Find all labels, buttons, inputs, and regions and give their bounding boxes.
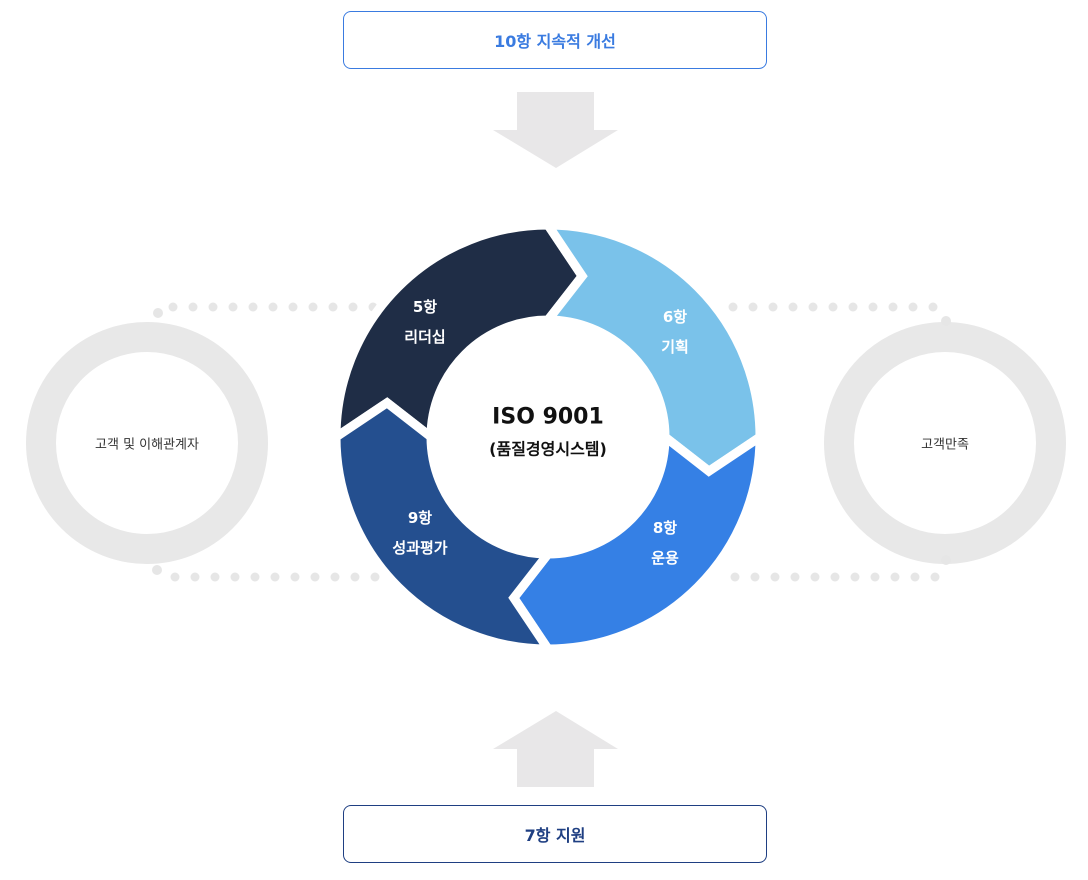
connector-dot bbox=[210, 572, 220, 582]
center-title-main: ISO 9001 bbox=[492, 404, 604, 430]
connector-dot bbox=[790, 572, 800, 582]
connector-dot bbox=[808, 302, 818, 312]
ring-segment-planning bbox=[538, 220, 765, 477]
connector-dot bbox=[768, 302, 778, 312]
connector-dot bbox=[728, 302, 738, 312]
connector-dot bbox=[770, 572, 780, 582]
up-arrow-icon bbox=[493, 711, 618, 787]
connector-dot bbox=[750, 572, 760, 582]
connector-dot bbox=[870, 572, 880, 582]
connector-dot bbox=[268, 302, 278, 312]
connector-dot bbox=[848, 302, 858, 312]
connector-dot bbox=[930, 572, 940, 582]
improvement-box: 10항 지속적 개선 bbox=[343, 11, 767, 69]
connector-dot bbox=[208, 302, 218, 312]
connector-dot bbox=[928, 302, 938, 312]
connector-dot bbox=[350, 572, 360, 582]
ring-segment-performance-evaluation bbox=[331, 397, 558, 654]
connector-dot bbox=[348, 302, 358, 312]
segment-name: 운용 bbox=[651, 549, 679, 567]
connector-dot bbox=[308, 302, 318, 312]
connector-dot bbox=[288, 302, 298, 312]
connector-dot bbox=[190, 572, 200, 582]
segment-number: 5항 bbox=[412, 298, 438, 316]
connector-dot bbox=[730, 572, 740, 582]
connector-dot bbox=[152, 565, 162, 575]
improvement-label: 10항 지속적 개선 bbox=[494, 32, 616, 51]
ring-segment-operation bbox=[508, 427, 765, 654]
left-circle-label: 고객 및 이해관계자 bbox=[95, 437, 199, 453]
connector-dot bbox=[748, 302, 758, 312]
process-ring bbox=[331, 220, 765, 654]
down-arrow-icon bbox=[493, 92, 618, 168]
connector-dot bbox=[910, 572, 920, 582]
connector-dot bbox=[328, 302, 338, 312]
connector-dot bbox=[370, 572, 380, 582]
connector-dot bbox=[810, 572, 820, 582]
connector-dot bbox=[941, 316, 951, 326]
connector-dot bbox=[830, 572, 840, 582]
connector-dot bbox=[170, 572, 180, 582]
connector-dot bbox=[168, 302, 178, 312]
connector-dot bbox=[270, 572, 280, 582]
right-gray-circle bbox=[824, 322, 1066, 564]
segment-name: 기획 bbox=[661, 338, 689, 356]
segment-number: 6항 bbox=[662, 308, 688, 326]
connector-dot bbox=[310, 572, 320, 582]
connector-dot bbox=[850, 572, 860, 582]
connector-dot bbox=[153, 308, 163, 318]
connector-dot bbox=[788, 302, 798, 312]
connector-dot bbox=[250, 572, 260, 582]
support-label: 7항 지원 bbox=[524, 826, 586, 845]
connector-dot bbox=[290, 572, 300, 582]
segment-name: 성과평가 bbox=[392, 539, 448, 557]
ring-segment-leadership bbox=[331, 220, 588, 447]
segment-number: 8항 bbox=[652, 519, 678, 537]
dotted-connectors bbox=[152, 302, 951, 582]
connector-dot bbox=[868, 302, 878, 312]
segment-number: 9항 bbox=[407, 509, 433, 527]
connector-dot bbox=[908, 302, 918, 312]
connector-dot bbox=[248, 302, 258, 312]
connector-dot bbox=[230, 572, 240, 582]
segment-name: 리더십 bbox=[404, 328, 446, 346]
center-subtitle: (품질경영시스템) bbox=[489, 439, 607, 459]
connector-dot bbox=[828, 302, 838, 312]
left-gray-circle bbox=[26, 322, 268, 564]
connector-dot bbox=[228, 302, 238, 312]
connector-dot bbox=[941, 555, 951, 565]
connector-dot bbox=[888, 302, 898, 312]
connector-dot bbox=[330, 572, 340, 582]
connector-dot bbox=[890, 572, 900, 582]
connector-dot bbox=[188, 302, 198, 312]
center-title: ISO 9001 (품질경영시스템) bbox=[489, 405, 607, 460]
support-box: 7항 지원 bbox=[343, 805, 767, 863]
right-circle-label: 고객만족 bbox=[921, 437, 969, 453]
